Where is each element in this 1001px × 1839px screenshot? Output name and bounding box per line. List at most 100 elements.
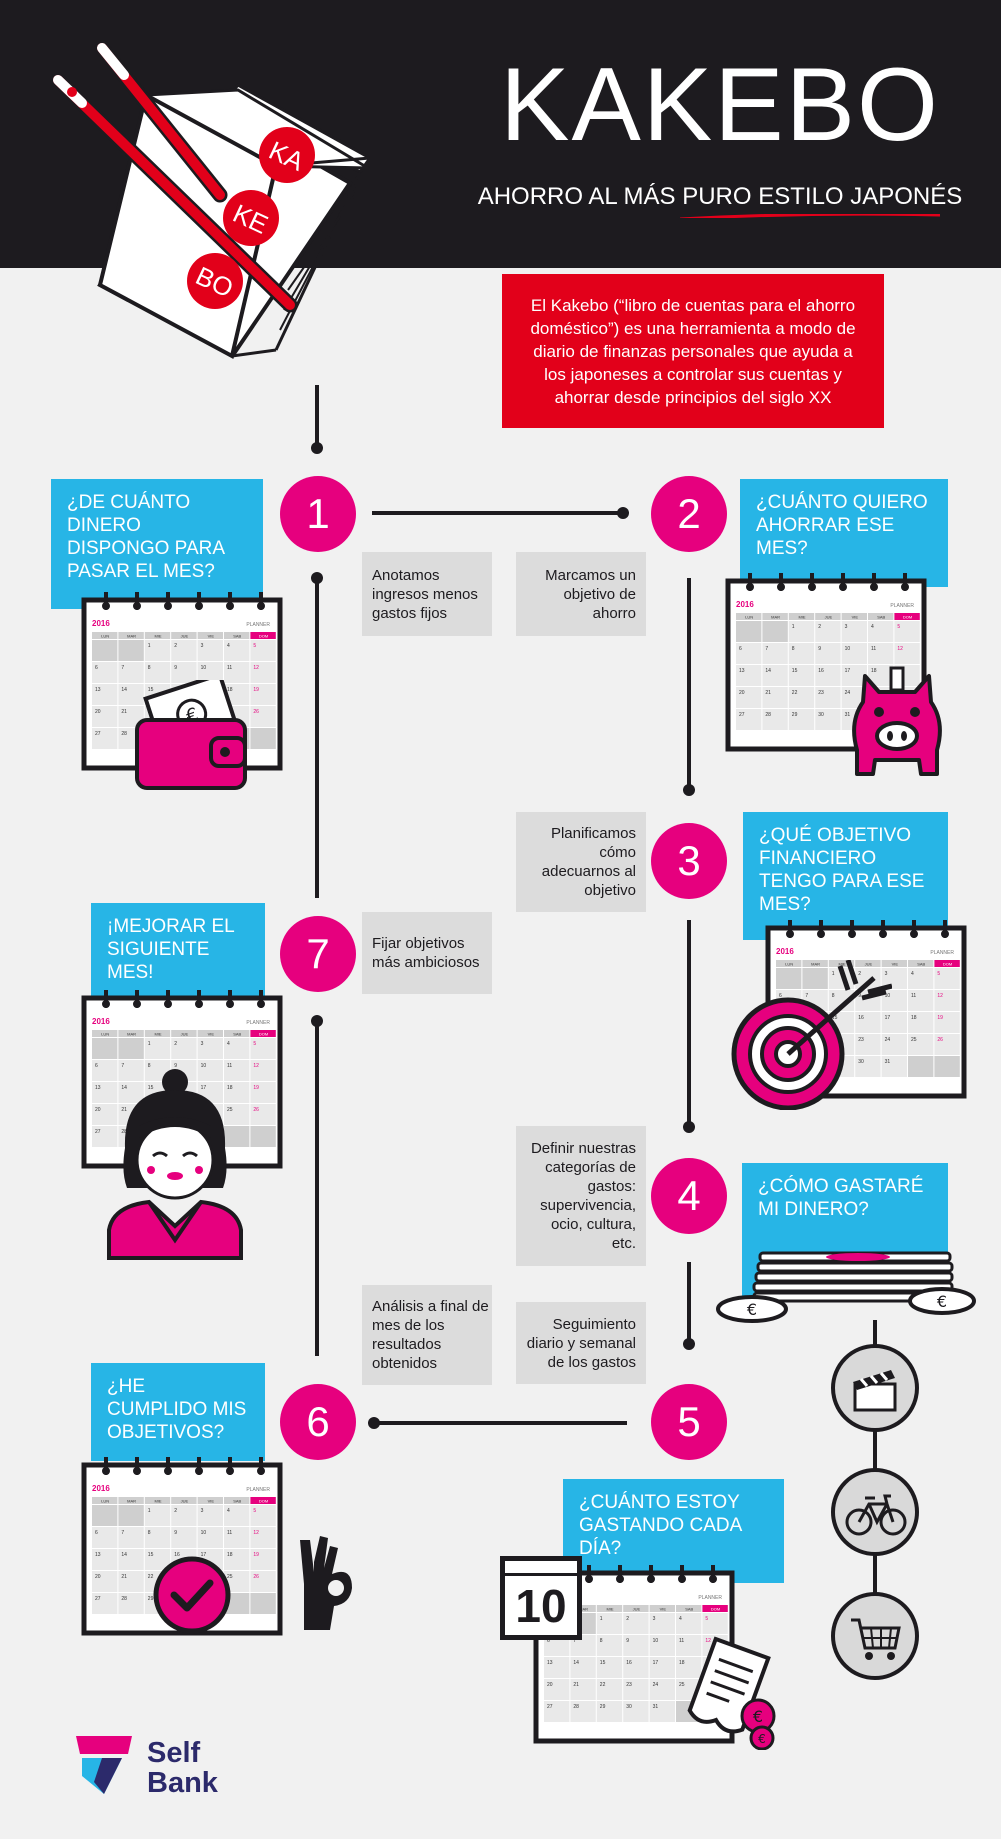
calendar-cell (250, 1038, 276, 1059)
calendar-day-label: SAB (233, 634, 241, 639)
calendar-date: 26 (937, 1037, 943, 1043)
calendar-day-label: DOM (259, 1032, 268, 1037)
calendar-date: 25 (679, 1682, 685, 1688)
intro-box: El Kakebo (“libro de cuentas para el aho… (502, 274, 884, 428)
calendar-cell (224, 684, 250, 705)
step-4-note: Definir nuestras categorías de gastos: s… (516, 1126, 646, 1266)
calendar-date: 25 (227, 1574, 233, 1580)
calendar-cell (649, 1635, 675, 1656)
calendar-date: 27 (739, 712, 745, 718)
calendar-ring-hole (195, 1000, 203, 1008)
calendar-ring-hole (910, 930, 918, 938)
calendar-cell (118, 1527, 144, 1548)
step-7-question: ¡MEJORAR EL SIGUIENTE MES! (91, 903, 265, 1003)
calendar-cell (118, 1505, 144, 1526)
calendar-cell (855, 1056, 881, 1077)
calendar-day-label: DOM (943, 962, 952, 967)
calendar-date: 3 (845, 624, 848, 630)
calendar-cell (855, 968, 881, 989)
calendar-cell (144, 640, 171, 661)
calendar-cell (92, 662, 118, 683)
connector-dot (311, 442, 323, 454)
calendar-year: 2016 (92, 619, 110, 628)
connector-dot (683, 784, 695, 796)
calendar-cell (570, 1657, 596, 1678)
calendar-cell (596, 1613, 623, 1634)
calendar-date: 15 (832, 1015, 838, 1021)
calendar-date: 23 (626, 1682, 632, 1688)
calendar-date: 3 (201, 1508, 204, 1514)
calendar-date: 15 (148, 1085, 154, 1091)
calendar-cell (736, 687, 762, 708)
wallet-icon: € (135, 680, 247, 790)
svg-text:€: € (747, 1300, 757, 1319)
calendar-cell (649, 1613, 675, 1634)
calendar-day-label: DOM (259, 634, 268, 639)
calendar-date: 8 (148, 665, 151, 671)
calendar-date: 2 (174, 1041, 177, 1047)
calendar-date: 18 (871, 668, 877, 674)
calendar-date: 1 (792, 624, 795, 630)
calendar-ring-hole (257, 602, 265, 610)
calendar-day-header (762, 613, 788, 620)
calendar-cell (762, 709, 788, 730)
step-2-question: ¿CUÁNTO QUIERO AHORRAR ESE MES? (740, 479, 948, 587)
calendar-day-header (144, 1497, 171, 1504)
calendar-date: 6 (547, 1638, 550, 1644)
calendar-day-header (676, 1605, 702, 1612)
calendar-cell (92, 1571, 118, 1592)
calendar-date: 30 (818, 712, 824, 718)
calendar-cell (92, 1060, 118, 1081)
calendar-date: 8 (148, 1530, 151, 1536)
calendar-cell (171, 662, 197, 683)
calendar-date: 7 (121, 1530, 124, 1536)
calendar-date: 17 (653, 1660, 659, 1666)
calendar-day-label: MIE (798, 615, 805, 620)
calendar-cell (815, 709, 841, 730)
calendar-ring-hole (709, 1575, 717, 1583)
calendar-cell (250, 706, 276, 727)
calendar-cell (250, 1126, 276, 1147)
calendar-date: 15 (792, 668, 798, 674)
calendar-day-header (171, 632, 197, 639)
calendar-date: 5 (253, 1508, 256, 1514)
calendar-date: 6 (95, 665, 98, 671)
calendar-day-label: LUN (785, 962, 793, 967)
calendar-cell (881, 1056, 907, 1077)
calendar-day-label: MIE (154, 1032, 161, 1037)
calendar-date: 14 (121, 1552, 127, 1558)
calendar-cell (762, 687, 788, 708)
calendar-date: 12 (705, 1638, 711, 1644)
calendar-date: 22 (600, 1682, 606, 1688)
calendar-date: 27 (95, 1596, 101, 1602)
calendar-day-label: JUE (181, 1032, 189, 1037)
calendar-cell (92, 1593, 118, 1614)
calendar-ring-hole (647, 1575, 655, 1583)
calendar-cell (736, 665, 762, 686)
calendar-cell (596, 1657, 623, 1678)
calendar-date: 10 (845, 646, 851, 652)
step-3-note: Planificamos cómo adecuarnos al objetivo (516, 812, 646, 912)
calendar-ring-hole (870, 583, 878, 591)
calendar-day-header (92, 1030, 118, 1037)
calendar-day-header (934, 960, 960, 967)
calendar-date: 14 (121, 687, 127, 693)
calendar-date: 8 (148, 1063, 151, 1069)
checkmark-icon (153, 1556, 231, 1634)
calendar-day-header (144, 632, 171, 639)
calendar-cell (841, 665, 867, 686)
step-5-number: 5 (651, 1384, 727, 1460)
kakebo-book-illustration: KA KE BO (50, 40, 370, 360)
calendar-day-header (815, 613, 841, 620)
calendar-date: 15 (148, 1552, 154, 1558)
connector-dot (683, 1338, 695, 1350)
calendar-day-header (197, 632, 223, 639)
calendar-ring-hole (102, 1000, 110, 1008)
calendar-cell (776, 968, 802, 989)
calendar-cell (92, 684, 118, 705)
calendar-date: 17 (201, 1552, 207, 1558)
step-6-note: Análisis a final de mes de los resultado… (362, 1285, 492, 1385)
calendar-day-header (118, 1497, 144, 1504)
calendar-date: 24 (885, 1037, 891, 1043)
calendar-cell (815, 621, 841, 642)
